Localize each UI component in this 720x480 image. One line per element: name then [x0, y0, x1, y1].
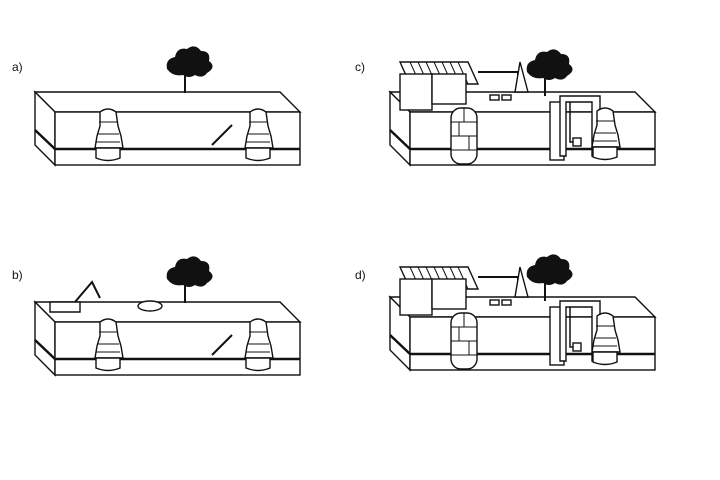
tree-icon	[165, 255, 214, 304]
panel-label-a: a)	[12, 60, 23, 74]
pipe	[211, 124, 233, 146]
tree-icon	[165, 45, 214, 94]
treatment-site	[390, 49, 655, 165]
panel-label-d: d)	[355, 268, 366, 282]
panel-a	[33, 45, 302, 167]
panel-label-b: b)	[12, 268, 23, 282]
excavator	[49, 301, 81, 313]
treatment-site	[390, 254, 655, 370]
ring	[137, 300, 163, 312]
panel-d	[390, 254, 655, 370]
panel-label-c: c)	[355, 60, 365, 74]
panel-b	[33, 255, 302, 377]
panel-c	[390, 49, 655, 165]
